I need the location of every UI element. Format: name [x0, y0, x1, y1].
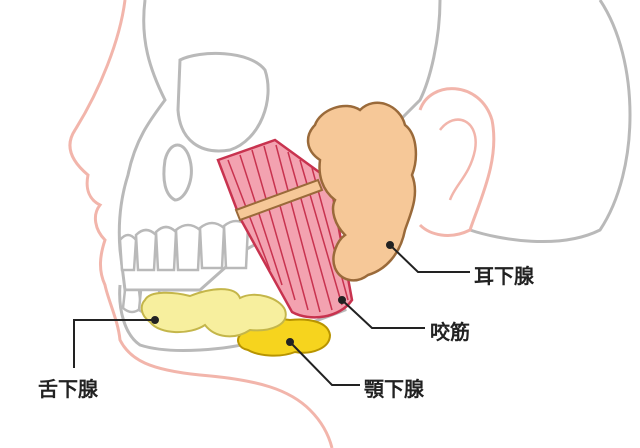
sublingual-gland — [140, 288, 287, 338]
face-profile — [68, 0, 334, 448]
masseter-leader-line — [341, 299, 425, 329]
parotid-leader-line — [389, 244, 470, 273]
sublingual-label: 舌下腺 — [38, 377, 98, 401]
parotid-gland — [306, 101, 418, 282]
sublingual-leader-line — [73, 319, 155, 368]
masseter-muscle — [216, 138, 354, 319]
nasal-cavity — [162, 143, 193, 202]
head-outline — [469, 0, 632, 244]
ear — [418, 87, 496, 237]
orbit — [176, 51, 270, 153]
masseter-label: 咬筋 — [430, 320, 470, 344]
upper-teeth — [118, 219, 250, 272]
submandibular-leader-line — [289, 341, 360, 386]
parotid-label: 耳下腺 — [474, 264, 534, 288]
submandibular-label: 顎下腺 — [364, 377, 424, 401]
